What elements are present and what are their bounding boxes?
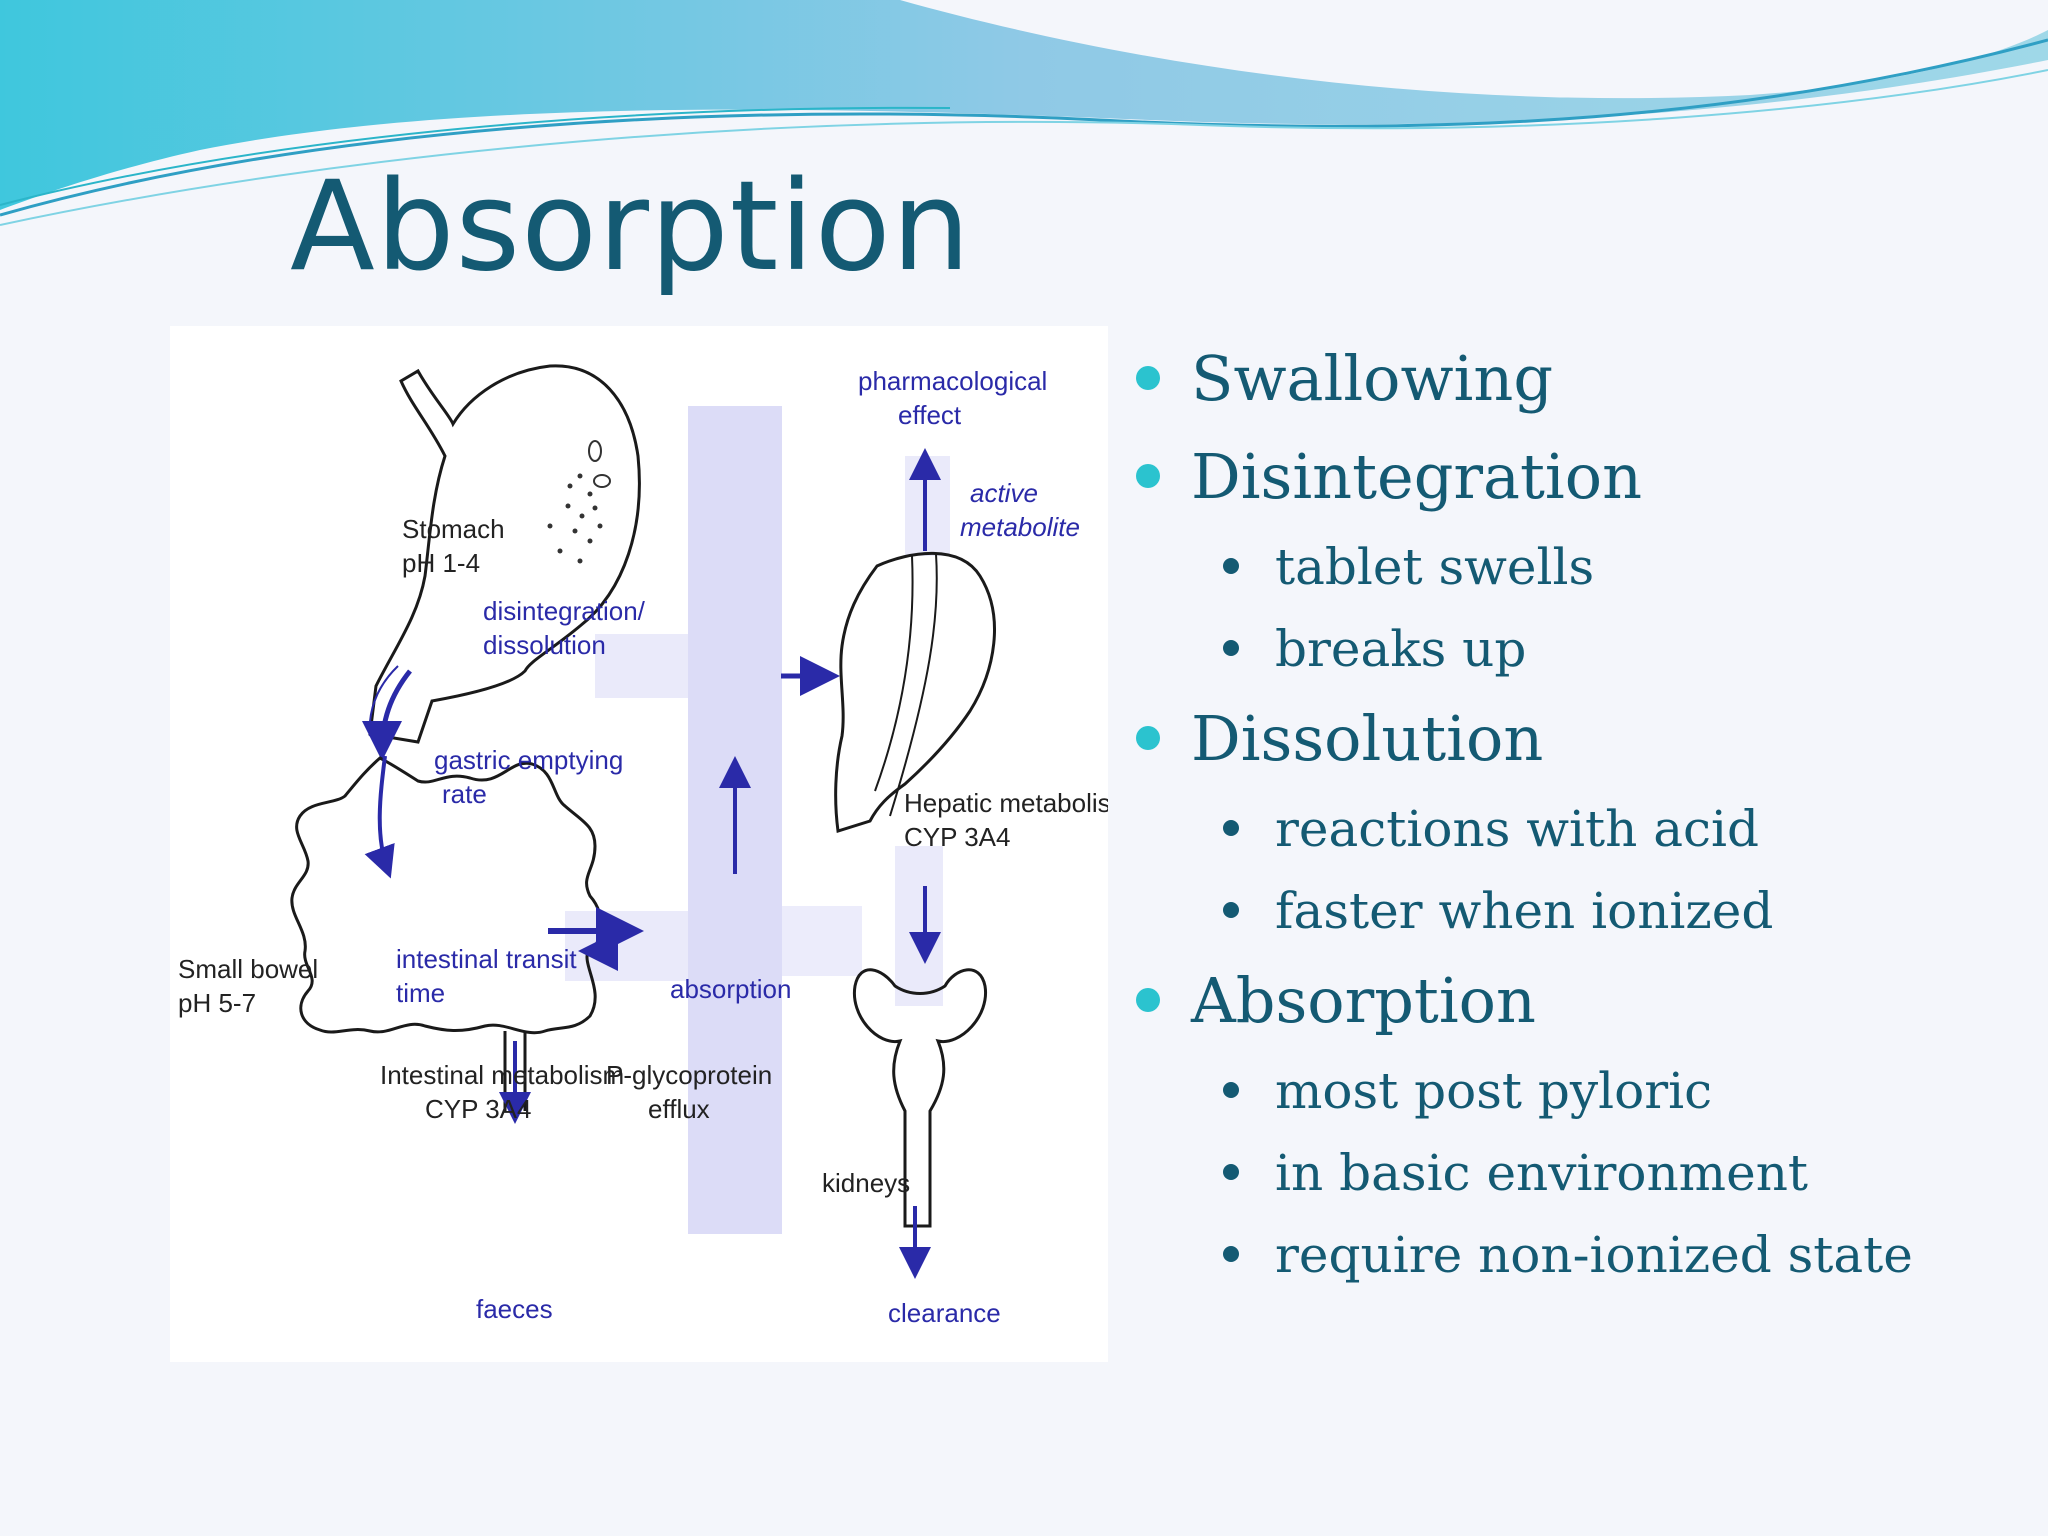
bullet-swallowing: Swallowing <box>1125 330 2025 428</box>
label-pgp: P-glycoprotein <box>606 1060 772 1090</box>
bullet-list: Swallowing Disintegration tablet swells … <box>1125 330 2025 1296</box>
bullet-disintegration: Disintegration <box>1125 428 2025 526</box>
small-bowel-outline <box>290 756 603 1035</box>
label-gastric-emptying: gastric emptying <box>434 745 623 775</box>
label-kidneys: kidneys <box>822 1168 910 1198</box>
label-hepatic-cyp: CYP 3A4 <box>904 822 1010 852</box>
slide-title: Absorption <box>290 155 972 299</box>
sub-bullet: in basic environment <box>1125 1132 2025 1214</box>
absorption-pathway-diagram: Stomach pH 1-4 Small bowel pH 5-7 Intest… <box>170 326 1108 1362</box>
bullet-dot <box>1136 726 1160 750</box>
sub-bullet-dot <box>1223 1164 1239 1180</box>
label-intestinal-cyp: CYP 3A4 <box>425 1094 531 1124</box>
kidney-outline <box>852 968 987 1228</box>
label-metabolite: metabolite <box>960 512 1080 542</box>
sub-bullet-dot <box>1223 1082 1239 1098</box>
sub-bullet-dot <box>1223 1246 1239 1262</box>
tablet-particles <box>547 440 611 564</box>
label-faeces: faeces <box>476 1294 553 1324</box>
bullet-dot <box>1136 988 1160 1012</box>
label-small-bowel-ph: pH 5-7 <box>178 988 256 1018</box>
bullet-absorption: Absorption <box>1125 952 2025 1050</box>
label-dissolution: dissolution <box>483 630 606 660</box>
sub-bullet: reactions with acid <box>1125 788 2025 870</box>
sub-bullet: tablet swells <box>1125 526 2025 608</box>
label-intestinal-transit: intestinal transit <box>396 944 577 974</box>
label-effect: effect <box>898 400 962 430</box>
sub-bullet: most post pyloric <box>1125 1050 2025 1132</box>
bullet-dissolution: Dissolution <box>1125 690 2025 788</box>
sub-bullet: require non-ionized state <box>1125 1214 2025 1296</box>
label-stomach-ph: pH 1-4 <box>402 548 480 578</box>
label-disintegration: disintegration/ <box>483 596 646 626</box>
label-hepatic-metabolism: Hepatic metabolism <box>904 788 1108 818</box>
sub-bullet-dot <box>1223 902 1239 918</box>
label-transit-time: time <box>396 978 445 1008</box>
sub-bullet-dot <box>1223 640 1239 656</box>
label-stomach: Stomach <box>402 514 505 544</box>
stomach-outline <box>368 364 641 744</box>
label-active: active <box>970 478 1038 508</box>
label-small-bowel: Small bowel <box>178 954 318 984</box>
header-wave-decoration <box>0 0 2048 226</box>
bullet-dot <box>1136 464 1160 488</box>
label-absorption: absorption <box>670 974 791 1004</box>
label-clearance: clearance <box>888 1298 1001 1328</box>
liver-outline <box>834 551 996 833</box>
sub-bullet: faster when ionized <box>1125 870 2025 952</box>
sub-bullet-dot <box>1223 820 1239 836</box>
bullet-dot <box>1136 366 1160 390</box>
sub-bullet-dot <box>1223 558 1239 574</box>
sub-bullet: breaks up <box>1125 608 2025 690</box>
circulation-bands <box>565 406 950 1234</box>
label-gastric-rate: rate <box>442 779 487 809</box>
label-intestinal-metabolism: Intestinal metabolism <box>380 1060 624 1090</box>
label-pharmacological: pharmacological <box>858 366 1047 396</box>
label-efflux: efflux <box>648 1094 710 1124</box>
